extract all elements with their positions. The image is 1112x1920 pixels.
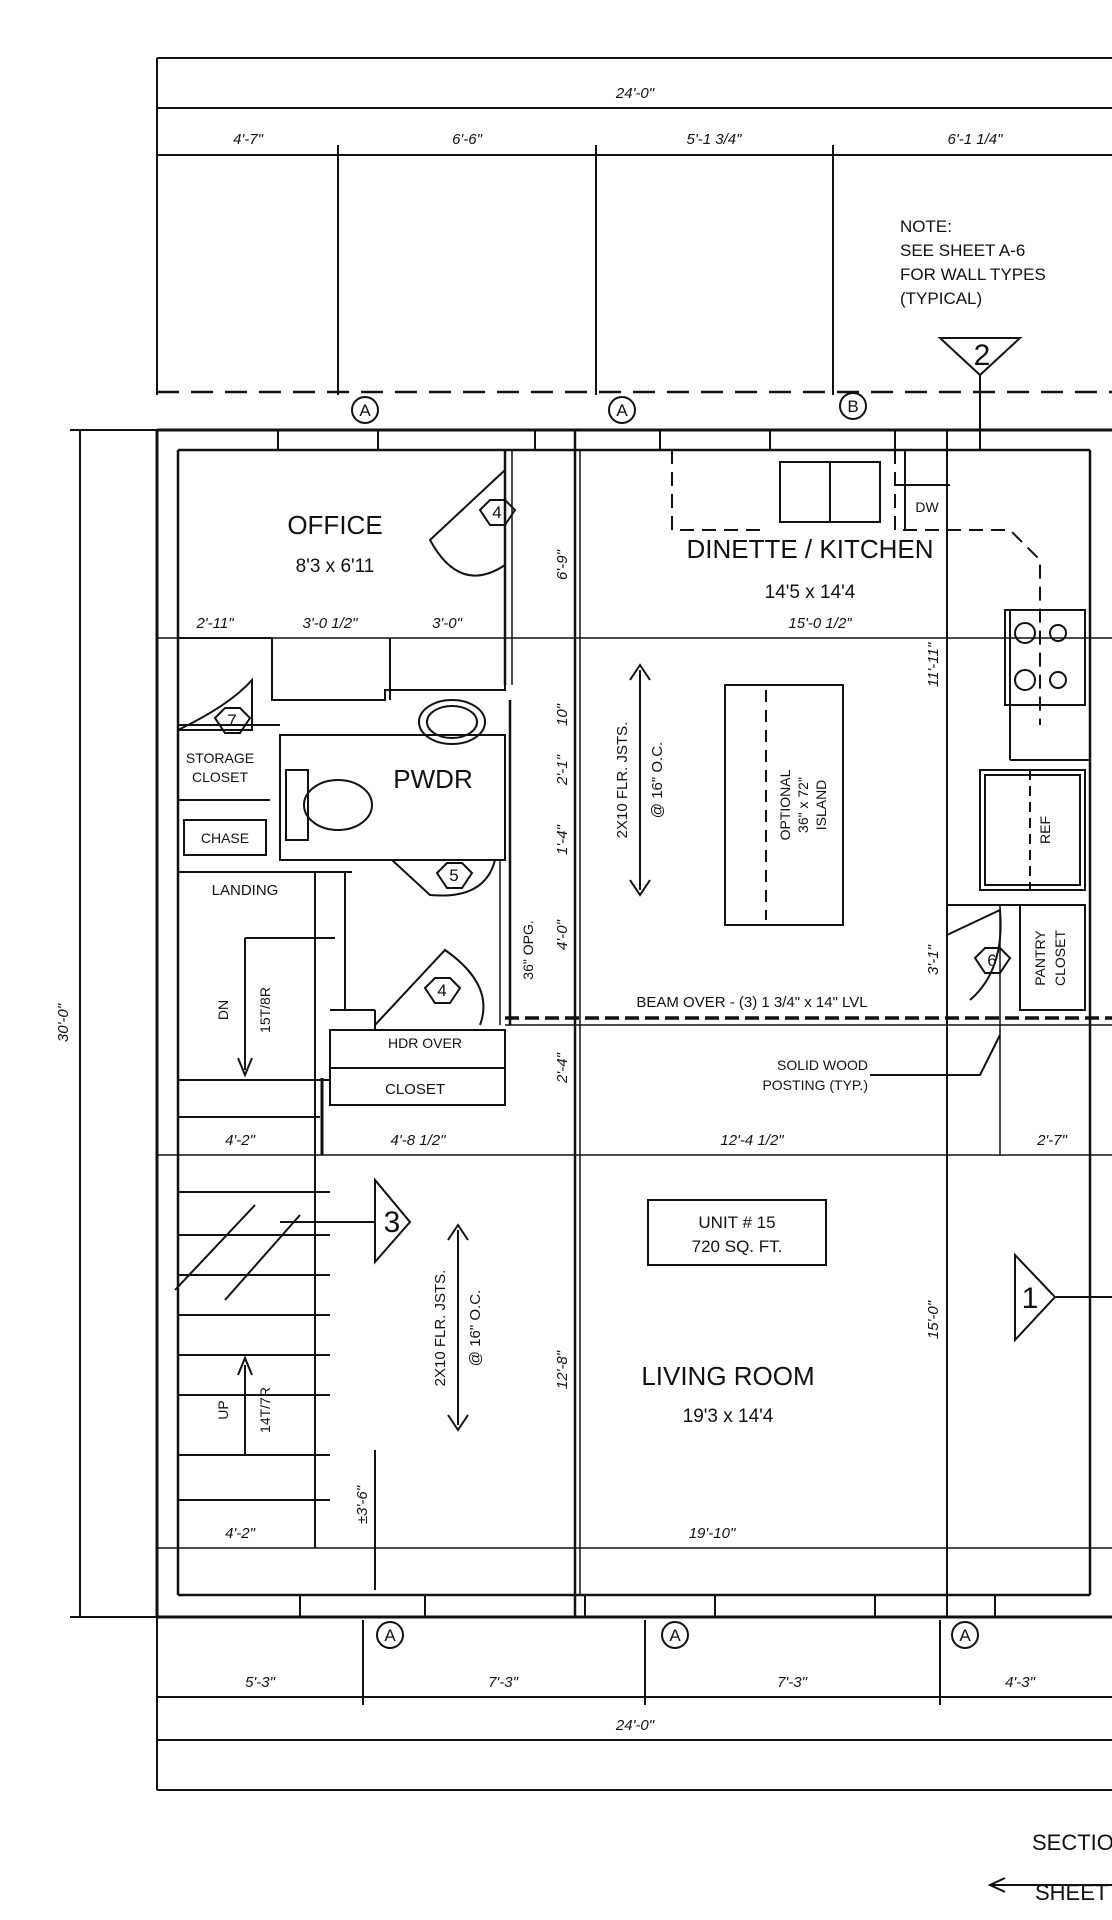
office-label: OFFICE xyxy=(287,510,382,540)
dim-closet: 2'-4" xyxy=(554,1052,571,1084)
note-line-2: SEE SHEET A-6 xyxy=(900,241,1025,260)
window-tag-top-3: B xyxy=(847,397,858,416)
section-ref-line-1: SECTIO xyxy=(1032,1830,1112,1855)
window-tag-bot-2: A xyxy=(669,1626,681,1645)
dim-kitchen-width: 15'-0 1/2" xyxy=(788,615,852,632)
note-line-4: (TYPICAL) xyxy=(900,289,982,308)
dim-top-1: 4'-7" xyxy=(233,131,264,148)
island-size-label: 36" x 72" xyxy=(795,777,811,833)
wall-section-1: 1 xyxy=(1022,1282,1039,1315)
dw-label: DW xyxy=(915,499,939,515)
door-tag-storage: 7 xyxy=(227,711,236,730)
unit-number: UNIT # 15 xyxy=(698,1213,775,1232)
pwdr-label: PWDR xyxy=(393,764,472,794)
up-risers-label: 14T/7R xyxy=(257,1387,273,1433)
unit-area: 720 SQ. FT. xyxy=(692,1237,783,1256)
dim-pwdr-1: 10" xyxy=(554,703,571,726)
dim-office-3: 3'-0" xyxy=(432,615,463,632)
storage-closet-label-2: CLOSET xyxy=(192,769,248,785)
island-label-3: ISLAND xyxy=(813,780,829,831)
dim-stair: ±3'-6" xyxy=(354,1485,371,1524)
door-tag-office: 4 xyxy=(492,503,501,522)
dim-mid-2: 4'-8 1/2" xyxy=(391,1132,447,1149)
dim-office-2: 3'-0 1/2" xyxy=(303,615,359,632)
beam-label: BEAM OVER - (3) 1 3/4" x 14" LVL xyxy=(636,994,867,1011)
dim-pwdr-2: 2'-1" xyxy=(554,754,571,786)
dn-risers-label: 15T/8R xyxy=(257,987,273,1033)
wall-section-3: 3 xyxy=(384,1206,401,1239)
posting-label-2: POSTING (TYP.) xyxy=(762,1077,868,1093)
dim-bot-1: 5'-3" xyxy=(245,1674,276,1691)
dim-lower-2: 19'-10" xyxy=(689,1525,736,1542)
dim-mid-1: 4'-2" xyxy=(225,1132,256,1149)
note-line-3: FOR WALL TYPES xyxy=(900,265,1046,284)
window-tag-bot-1: A xyxy=(384,1626,396,1645)
dim-lower-1: 4'-2" xyxy=(225,1525,256,1542)
window-tag-top-2: A xyxy=(616,401,628,420)
dim-bot-overall: 24'-0" xyxy=(615,1717,655,1734)
dim-pwdr-3: 1'-4" xyxy=(554,824,571,855)
dim-living-depth-2: 15'-0" xyxy=(925,1300,942,1339)
window-tag-bot-3: A xyxy=(959,1626,971,1645)
living-size: 19'3 x 14'4 xyxy=(683,1406,774,1427)
dim-kitchen-depth: 11'-11" xyxy=(925,642,942,687)
dim-top-2: 6'-6" xyxy=(452,131,483,148)
joists-upper-label: 2X10 FLR. JSTS. xyxy=(614,722,631,839)
pantry-label: PANTRY xyxy=(1032,930,1048,986)
dim-mid-4: 2'-7" xyxy=(1036,1132,1068,1149)
joists-upper-spacing: @ 16" O.C. xyxy=(649,742,666,818)
dim-bot-3: 7'-3" xyxy=(777,1674,808,1691)
dim-bot-2: 7'-3" xyxy=(488,1674,519,1691)
door-tag-closet: 4 xyxy=(437,981,446,1000)
joists-lower-label: 2X10 FLR. JSTS. xyxy=(432,1270,449,1387)
door-tag-pantry: 6 xyxy=(987,951,996,970)
pantry-label-2: CLOSET xyxy=(1052,930,1068,986)
chase-label: CHASE xyxy=(201,830,249,846)
window-tag-top-1: A xyxy=(359,401,371,420)
dim-pantry: 3'-1" xyxy=(925,944,942,975)
up-label: UP xyxy=(215,1400,231,1419)
hdr-over-label: HDR OVER xyxy=(388,1035,462,1051)
ref-label: REF xyxy=(1037,816,1053,844)
posting-label: SOLID WOOD xyxy=(777,1057,868,1073)
dim-top-overall: 24'-0" xyxy=(615,85,655,102)
island-label: OPTIONAL xyxy=(777,769,793,840)
door-tag-pwdr: 5 xyxy=(449,866,458,885)
dim-top-3: 5'-1 3/4" xyxy=(687,131,743,148)
dim-living-depth: 12'-8" xyxy=(554,1350,571,1389)
dim-opening: 4'-0" xyxy=(554,919,571,950)
section-ref-line-2: SHEET xyxy=(1035,1880,1108,1905)
note-line-1: NOTE: xyxy=(900,217,952,236)
closet-label: CLOSET xyxy=(385,1081,445,1098)
living-label: LIVING ROOM xyxy=(641,1361,814,1391)
kitchen-size: 14'5 x 14'4 xyxy=(765,582,856,603)
dim-bot-4: 4'-3" xyxy=(1005,1674,1036,1691)
storage-closet-label: STORAGE xyxy=(186,750,254,766)
dim-office-depth: 6'-9" xyxy=(554,549,571,580)
office-size: 8'3 x 6'11 xyxy=(296,556,375,577)
dim-left-overall: 30'-0" xyxy=(55,1003,72,1042)
landing-label: LANDING xyxy=(212,882,279,899)
wall-section-2: 2 xyxy=(974,339,991,372)
dn-label: DN xyxy=(215,1000,231,1020)
joists-lower-spacing: @ 16" O.C. xyxy=(467,1290,484,1366)
opening-label: 36" OPG. xyxy=(520,920,536,979)
dim-top-4: 6'-1 1/4" xyxy=(948,131,1004,148)
kitchen-label: DINETTE / KITCHEN xyxy=(686,534,933,564)
dim-mid-3: 12'-4 1/2" xyxy=(720,1132,784,1149)
dim-office-1: 2'-11" xyxy=(195,615,234,632)
